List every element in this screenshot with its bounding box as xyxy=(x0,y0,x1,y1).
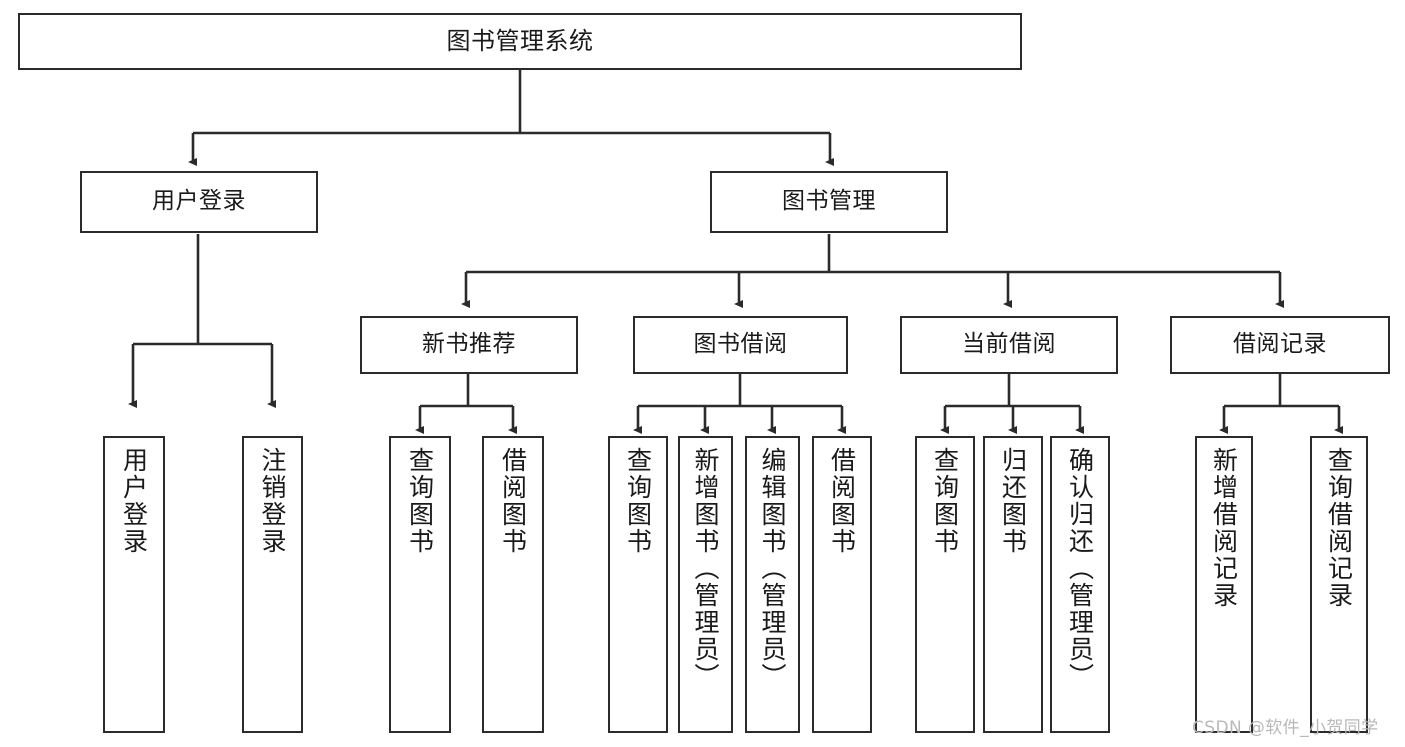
node-label: 编辑图书（管理员） xyxy=(758,447,787,690)
leaf-borrow-borrow-book[interactable]: 借阅图书 xyxy=(812,436,872,733)
node-borrow-records[interactable]: 借阅记录 xyxy=(1170,316,1390,374)
node-label: 借阅图书 xyxy=(498,447,528,555)
node-label: 借阅记录 xyxy=(1233,331,1327,358)
node-label: 图书借阅 xyxy=(693,331,788,358)
node-label: 查询图书 xyxy=(623,447,653,555)
leaf-new-book-query[interactable]: 查询图书 xyxy=(389,436,451,733)
leaf-current-query-book[interactable]: 查询图书 xyxy=(915,436,975,733)
node-label: 确认归还（管理员） xyxy=(1065,447,1095,690)
node-label: 查询借阅记录 xyxy=(1324,447,1354,609)
leaf-borrow-add-book-admin[interactable]: 新增图书（管理员） xyxy=(678,436,733,733)
csdn-watermark: CSDN @软件_小贺同学 xyxy=(1192,718,1379,738)
node-user-login[interactable]: 用户登录 xyxy=(80,171,318,233)
node-label: 当前借阅 xyxy=(962,331,1056,358)
leaf-records-add-record[interactable]: 新增借阅记录 xyxy=(1195,436,1253,733)
leaf-current-return-book[interactable]: 归还图书 xyxy=(983,436,1043,733)
node-root-book-management-system[interactable]: 图书管理系统 xyxy=(18,13,1022,70)
node-label: 查询图书 xyxy=(930,447,960,555)
leaf-current-confirm-return-admin[interactable]: 确认归还（管理员） xyxy=(1050,436,1110,733)
node-label: 新增借阅记录 xyxy=(1209,447,1239,609)
node-label: 查询图书 xyxy=(405,447,435,555)
node-label: 图书管理系统 xyxy=(446,27,594,56)
leaf-user-login-logout[interactable]: 注销登录 xyxy=(242,436,303,733)
node-label: 新书推荐 xyxy=(422,331,516,358)
node-label: 新增图书（管理员） xyxy=(691,447,720,690)
leaf-borrow-edit-book-admin[interactable]: 编辑图书（管理员） xyxy=(745,436,800,733)
node-book-management[interactable]: 图书管理 xyxy=(710,171,948,233)
node-label: 注销登录 xyxy=(258,447,287,555)
node-label: 借阅图书 xyxy=(827,447,857,555)
leaf-new-book-borrow[interactable]: 借阅图书 xyxy=(482,436,544,733)
node-label: 用户登录 xyxy=(119,447,149,555)
node-book-borrow[interactable]: 图书借阅 xyxy=(633,316,848,374)
node-label: 图书管理 xyxy=(782,188,876,215)
leaf-records-query-record[interactable]: 查询借阅记录 xyxy=(1310,436,1368,733)
leaf-borrow-query-book[interactable]: 查询图书 xyxy=(608,436,668,733)
node-current-borrow[interactable]: 当前借阅 xyxy=(900,316,1118,374)
node-label: 用户登录 xyxy=(152,188,246,215)
node-new-book-recommend[interactable]: 新书推荐 xyxy=(360,316,578,374)
leaf-user-login-login[interactable]: 用户登录 xyxy=(103,436,165,733)
node-label: 归还图书 xyxy=(998,447,1028,555)
